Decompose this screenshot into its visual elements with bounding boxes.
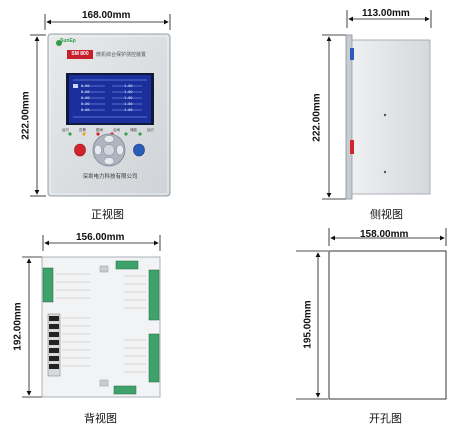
back-plate	[41, 256, 161, 398]
indicator-label: 合闸	[113, 128, 120, 132]
cutout-height-label: 195.00mm	[302, 300, 314, 349]
lcd-values-left: 0.00 0.00 0.00 0.00 0.00	[81, 84, 90, 112]
side-housing	[351, 39, 431, 195]
brand-logo	[56, 40, 62, 46]
terminal-block-left-top	[42, 267, 54, 303]
terminal-block-top	[115, 260, 139, 270]
back-height-label: 192.00mm	[12, 302, 24, 351]
terminal-strip-left	[47, 313, 61, 377]
nav-down-key[interactable]	[103, 157, 115, 165]
cutout-width-label: 158.00mm	[360, 229, 409, 240]
front-view-caption: 正视图	[91, 208, 124, 221]
brand-logo-text: SunEp	[60, 38, 76, 44]
nav-right-key[interactable]	[116, 144, 124, 156]
indicator-label-row: 运行 告警 跳闸 合闸 储能 远方	[62, 128, 154, 133]
model-badge	[67, 50, 93, 59]
company-name: 深圳电力科技有限公司	[82, 174, 138, 180]
indicator-label: 告警	[79, 128, 86, 132]
side-height-label: 222.00mm	[311, 93, 323, 142]
indicator-label: 远方	[147, 128, 154, 132]
indicator-leds	[68, 132, 142, 136]
indicator-label: 运行	[62, 128, 69, 132]
terminal-block-right-bottom	[148, 333, 160, 383]
terminal-block-bottom	[113, 385, 137, 395]
terminal-block-right-top	[148, 269, 160, 321]
indicator-label: 储能	[130, 128, 137, 132]
lcd-screen	[69, 75, 151, 123]
lcd-values-right: 1.00 1.00 1.00 1.00 1.00	[124, 84, 133, 112]
back-view-caption: 背视图	[84, 412, 117, 425]
front-height-label: 222.00mm	[20, 91, 32, 140]
cutout-view	[296, 228, 447, 400]
cutout-view-caption: 开孔图	[369, 412, 402, 425]
nav-left-key[interactable]	[94, 144, 102, 156]
indicator-label: 跳闸	[96, 128, 103, 132]
lcd-content	[73, 79, 147, 118]
front-width-label: 168.00mm	[82, 10, 131, 21]
model-badge-text: SM 800	[71, 51, 89, 57]
panel-cutout	[328, 250, 447, 400]
side-clip-red	[350, 140, 354, 154]
side-width-label: 113.00mm	[362, 8, 410, 19]
back-width-label: 156.00mm	[76, 232, 125, 243]
device-title: 微机综合保护测控装置	[96, 52, 147, 58]
nav-up-key[interactable]	[103, 135, 115, 143]
side-view-caption: 侧视图	[370, 208, 403, 221]
keypad	[74, 133, 145, 167]
label-strips	[56, 273, 146, 373]
side-view	[322, 10, 432, 200]
side-clip-blue	[350, 48, 354, 60]
back-view	[22, 235, 161, 398]
nav-enter-key[interactable]	[103, 144, 115, 156]
blue-close-key[interactable]	[133, 143, 145, 157]
red-trip-key[interactable]	[74, 143, 86, 157]
front-view	[30, 14, 171, 197]
